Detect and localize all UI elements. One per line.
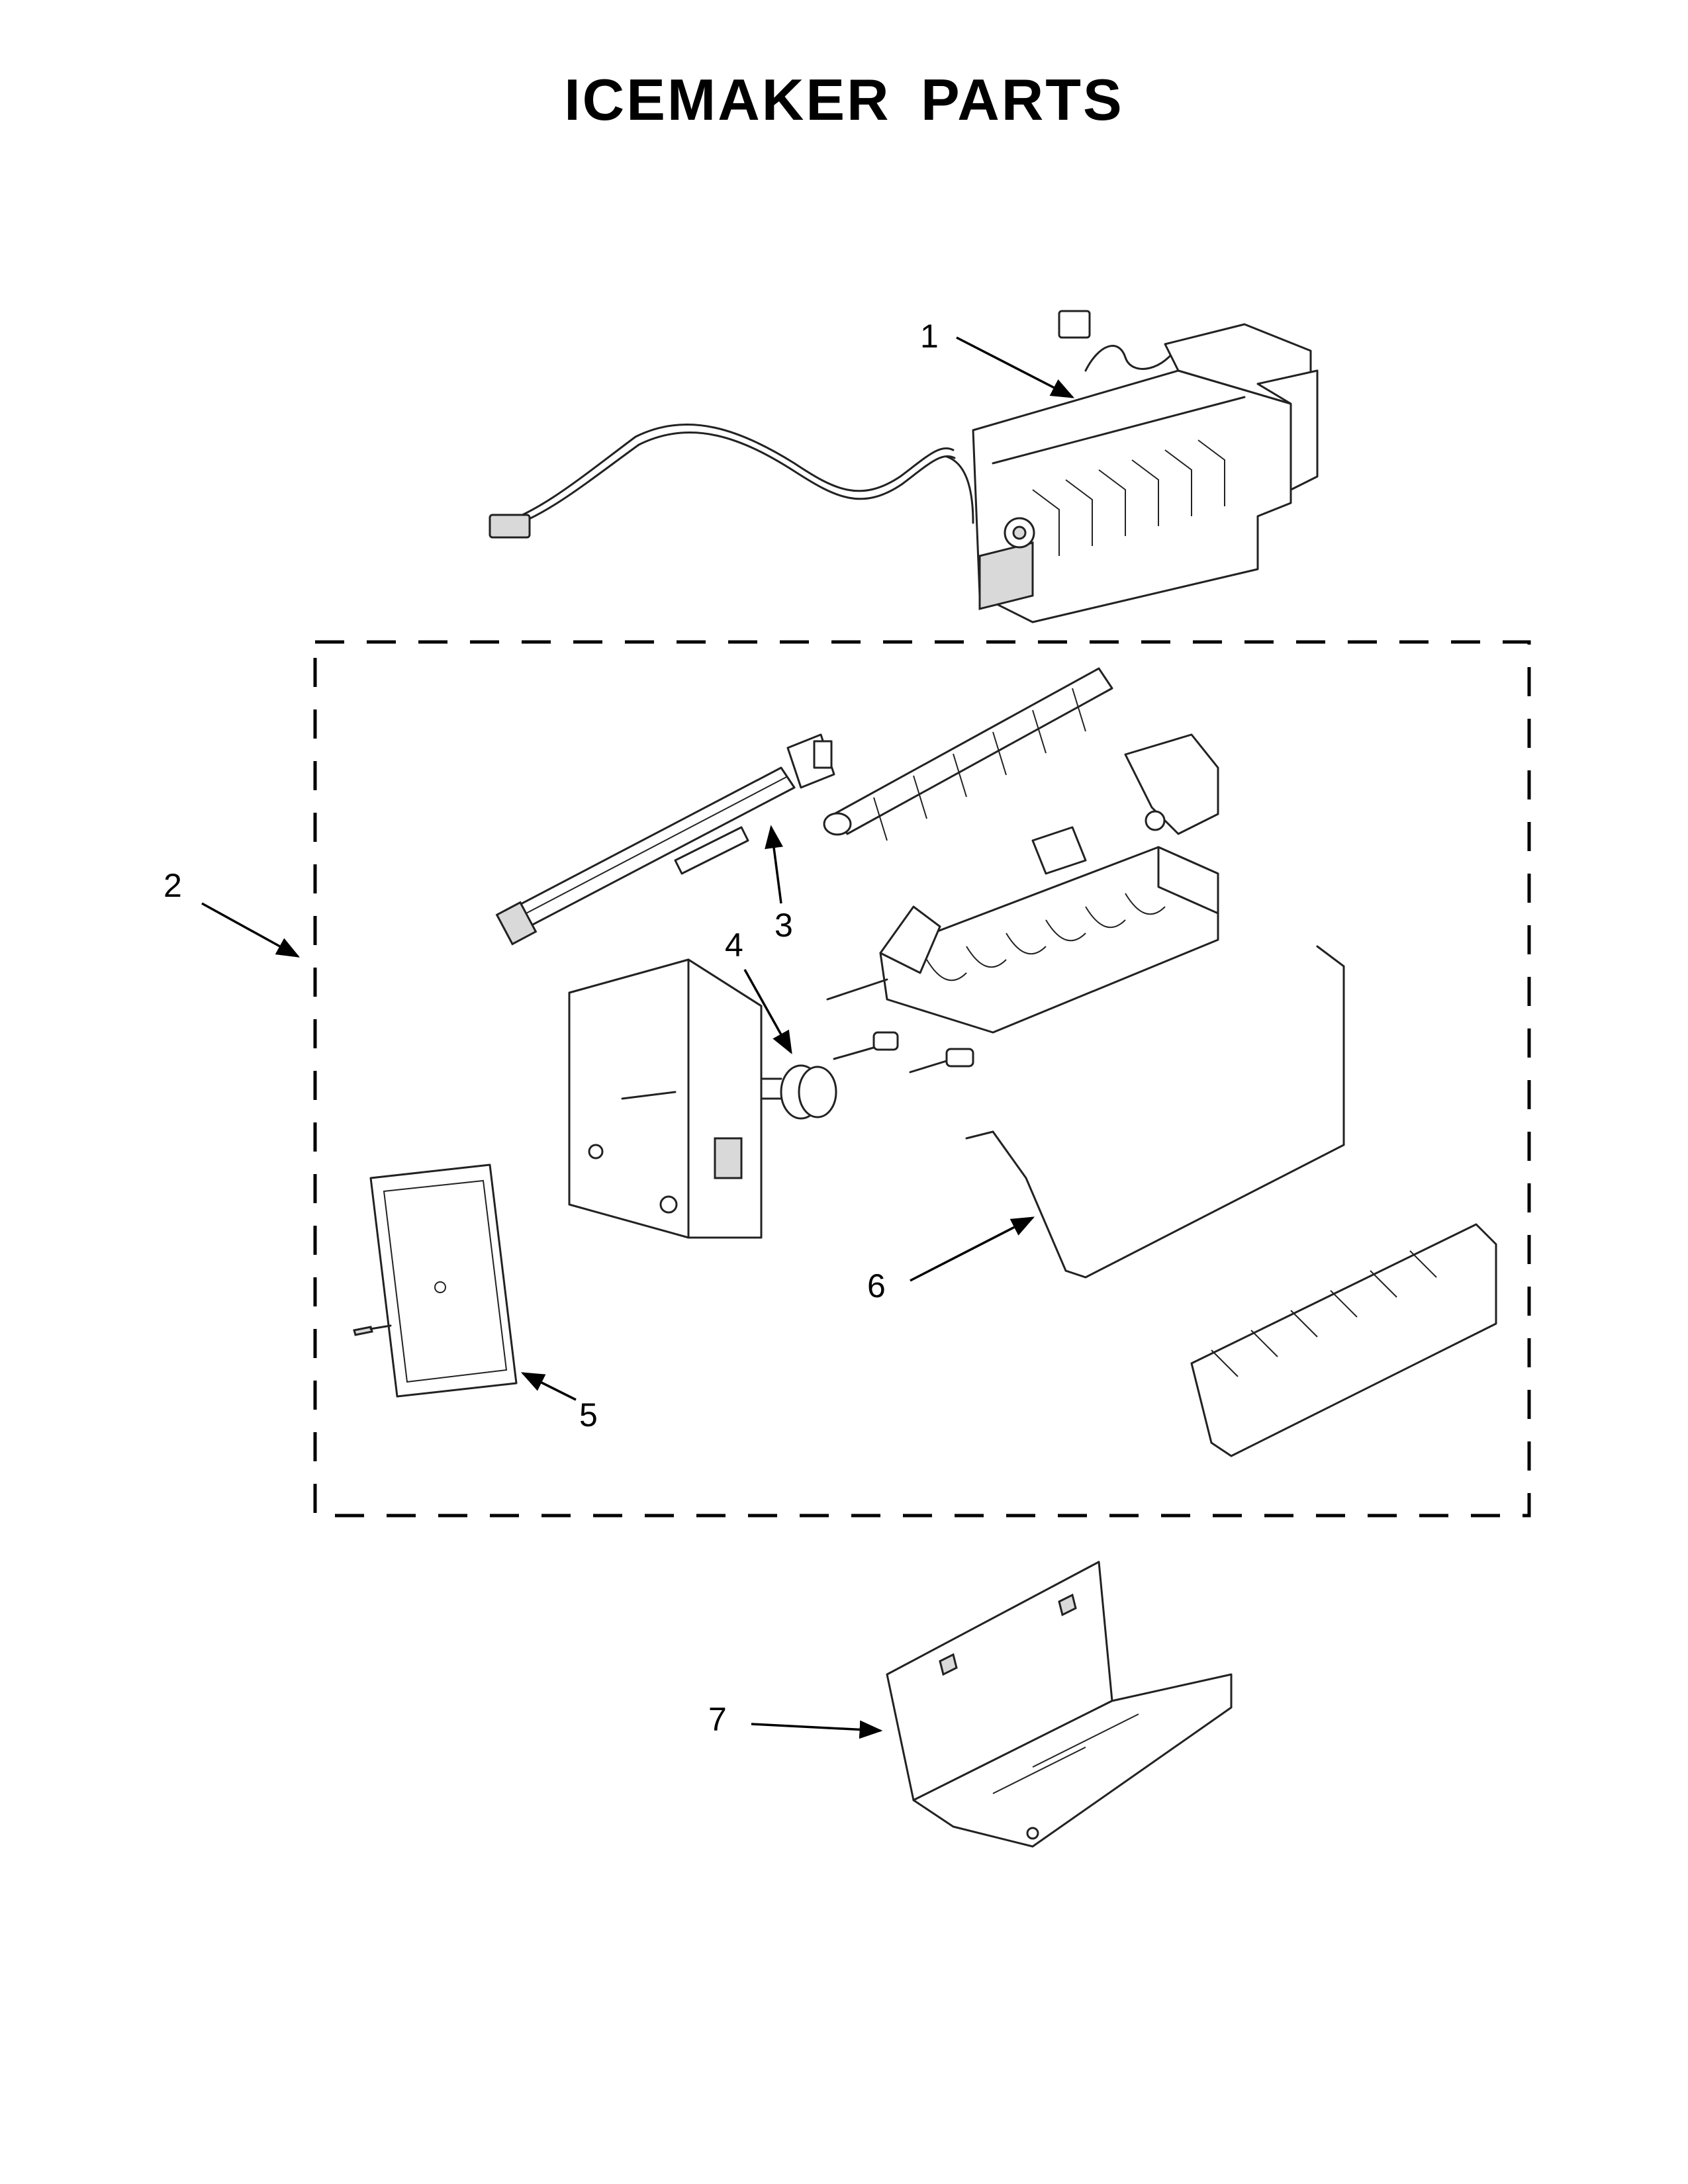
callout-1: 1	[920, 318, 939, 355]
callout-7: 7	[708, 1701, 727, 1738]
ice-mold[interactable]	[826, 733, 1219, 1073]
callout-3: 3	[774, 907, 793, 944]
leader-4	[743, 969, 792, 1055]
callout-4: 4	[725, 927, 743, 964]
callout-5: 5	[579, 1396, 598, 1433]
leader-1	[956, 336, 1075, 398]
leader-2	[201, 902, 301, 958]
control-module[interactable]	[568, 958, 763, 1239]
callout-6: 6	[867, 1267, 886, 1304]
callout-2: 2	[164, 867, 182, 904]
leader-3	[765, 825, 783, 904]
shutoff-arm[interactable]	[965, 945, 1345, 1279]
mounting-bracket[interactable]	[886, 1561, 1233, 1848]
leader-6	[910, 1216, 1035, 1282]
ejector-arm[interactable]	[823, 667, 1113, 841]
leader-7	[751, 1720, 883, 1739]
icemaker-assembly[interactable]	[489, 310, 1319, 623]
thermostat[interactable]	[760, 1064, 837, 1120]
module-cover[interactable]	[353, 1163, 518, 1398]
kit-outline	[313, 640, 1531, 1518]
page-title: ICEMAKER PARTS	[564, 67, 1124, 132]
leader-5	[520, 1372, 577, 1401]
ice-stripper[interactable]	[1190, 1223, 1497, 1457]
wire-harness[interactable]	[495, 733, 835, 946]
